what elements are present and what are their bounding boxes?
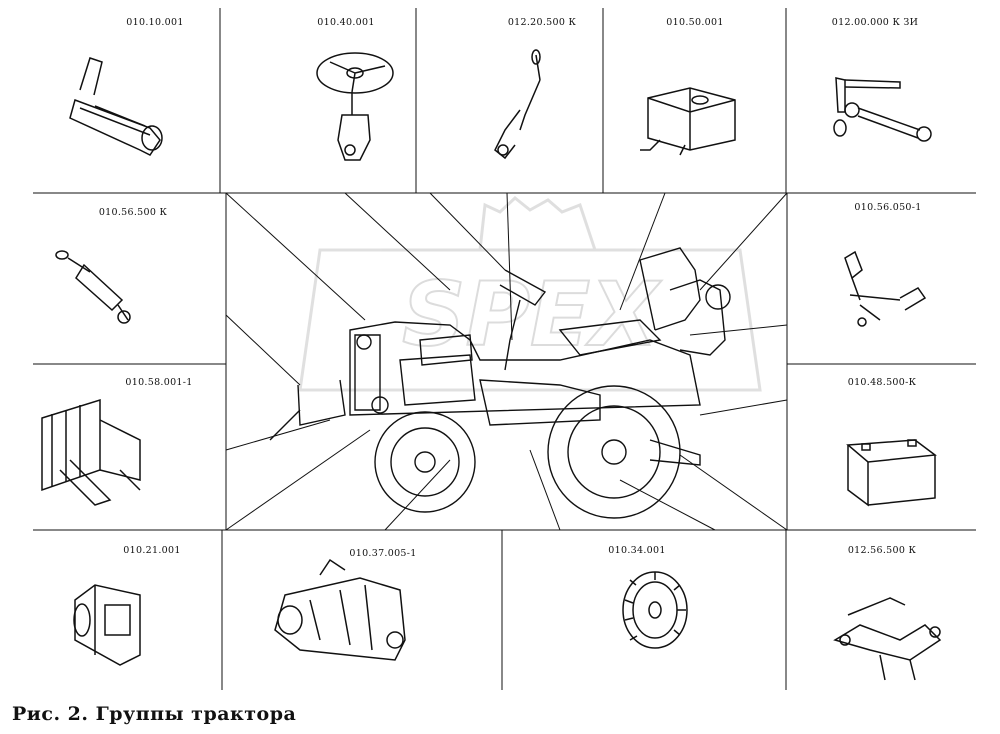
part-code-label: 010.58.001-1 [125, 377, 192, 388]
part-code-label: 010.40.001 [317, 17, 374, 28]
part-code-label: 012.56.500 К [848, 545, 917, 556]
gearbox-icon [274, 558, 406, 661]
part-code-label: 010.37.005-1 [349, 548, 416, 559]
part-code-label: 010.21.001 [123, 545, 180, 556]
frame-hitch-icon [41, 398, 141, 506]
steering-wheel-icon [316, 52, 394, 161]
gear-lever-icon [494, 49, 541, 160]
part-code-label: 012.00.000 К ЗИ [832, 17, 919, 28]
part-code-label: 012.20.500 К [508, 17, 577, 28]
watermark-text: SPEX [402, 263, 662, 366]
rear-linkage-icon [833, 597, 942, 681]
fuel-tank-icon [640, 87, 736, 156]
clutch-housing-icon [73, 584, 141, 666]
part-code-label: 010.48.500-К [848, 377, 917, 388]
hydraulic-cylinder-icon [55, 250, 131, 324]
grid-lines [33, 8, 976, 690]
watermark: SPEX [298, 196, 762, 392]
muffler-icon [69, 57, 163, 156]
wheel-icon [622, 571, 688, 649]
part-labels: 010.10.001 010.40.001 012.20.500 К 010.5… [99, 17, 922, 559]
part-code-label: 010.56.050-1 [854, 202, 921, 213]
battery-icon [846, 439, 937, 507]
tools-kit-icon [833, 77, 932, 142]
part-code-label: 010.34.001 [608, 545, 665, 556]
part-code-label: 010.10.001 [126, 17, 183, 28]
leader-lines [225, 192, 788, 531]
figure-caption: Рис. 2. Группы трактора [12, 703, 297, 725]
tractor-illustration [269, 247, 731, 519]
part-code-label: 010.56.500 К [99, 207, 168, 218]
part-code-label: 010.50.001 [666, 17, 723, 28]
hydraulic-valve-icon [844, 250, 927, 327]
